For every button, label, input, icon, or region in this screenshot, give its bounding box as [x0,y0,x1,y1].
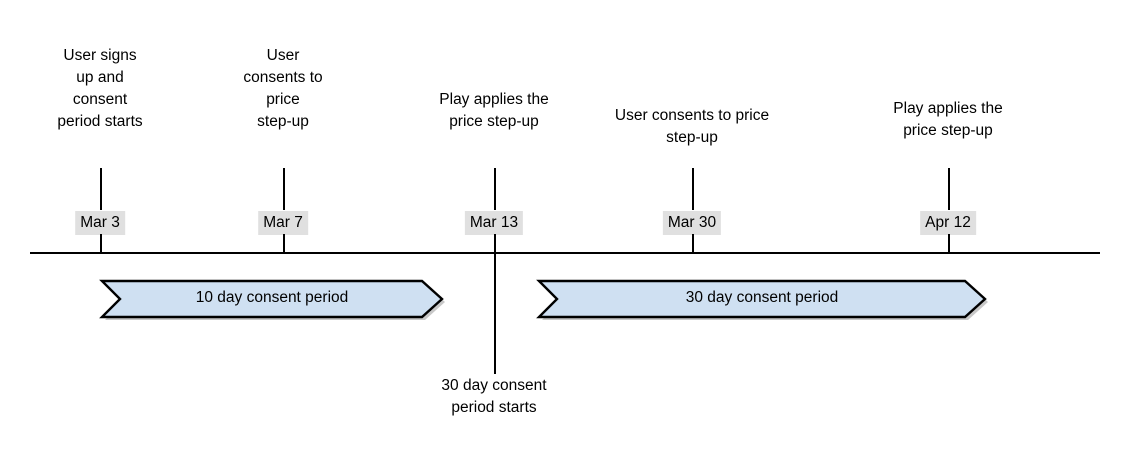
bottom-annotation-30-day-start: 30 day consent period starts [441,377,547,416]
tick-line-mar-7-upper [283,168,285,210]
tick-line-mar-13-upper [494,168,496,210]
date-chip-mar-7: Mar 7 [258,211,308,235]
tick-line-mar-30-upper [692,168,694,210]
event-label-apr-12: Play applies the price step-up [893,100,1003,139]
tick-line-mar-7-lower [283,234,285,253]
tick-line-mar-3-upper [100,168,102,210]
chevron-shape-10-day [99,279,445,320]
chevron-shape-30-day [536,279,988,320]
event-label-mar-3: User signs up and consent period starts [57,47,143,130]
timeline-axis [30,252,1100,254]
date-chip-mar-30: Mar 30 [662,211,722,235]
event-label-mar-30: User consents to price step-up [614,107,770,146]
event-label-mar-13: Play applies the price step-up [439,91,549,130]
tick-line-mar-13-extended [494,234,496,374]
consent-band-10-day: 10 day consent period [99,278,445,320]
tick-line-mar-3-lower [100,234,102,253]
date-chip-mar-13: Mar 13 [464,211,524,235]
consent-band-30-day: 30 day consent period [536,278,988,320]
event-label-mar-7: User consents to price step-up [243,47,323,130]
date-chip-mar-3: Mar 3 [75,211,125,235]
tick-line-mar-30-lower [692,234,694,253]
tick-line-apr-12-upper [948,168,950,210]
date-chip-apr-12: Apr 12 [920,211,976,235]
tick-line-apr-12-lower [948,234,950,253]
